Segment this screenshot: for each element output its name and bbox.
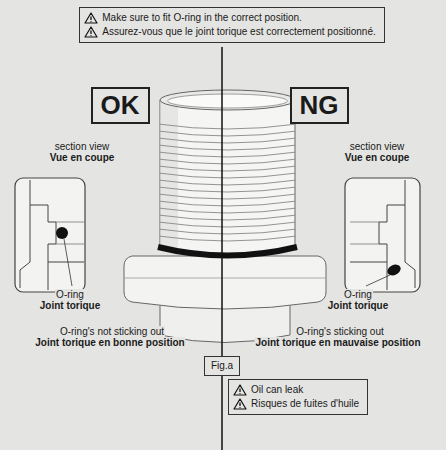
thread-line	[160, 208, 295, 213]
thread-line	[160, 131, 295, 136]
note-text: Assurez-vous que le joint torique est co…	[102, 25, 375, 39]
text-row: Assurez-vous que le joint torique est co…	[84, 25, 375, 39]
leader-line	[64, 239, 72, 286]
section-view-ng	[345, 178, 420, 292]
ng-box: NG	[290, 87, 349, 124]
warning-icon	[84, 26, 98, 38]
status-note: Joint torique en bonne position	[34, 337, 185, 348]
note-text: Make sure to fit O-ring in the correct p…	[102, 11, 302, 25]
ok-box: OK	[91, 87, 150, 124]
cylinder-rim	[160, 90, 295, 110]
part-label: Joint torique	[39, 300, 102, 311]
warning-box: Make sure to fit O-ring in the correct p…	[79, 7, 384, 43]
thread-line	[160, 215, 295, 220]
thread-line	[160, 159, 295, 164]
part-label: O-ring	[55, 289, 85, 300]
thread-line	[160, 187, 295, 192]
section-groove	[350, 222, 379, 244]
housing-collar	[124, 256, 326, 309]
thread-line	[160, 138, 295, 143]
collar-edge	[124, 278, 326, 279]
thread-line	[160, 194, 295, 199]
section-groove	[56, 222, 84, 244]
note-text: Oil can leak	[251, 383, 303, 397]
thread-line	[160, 145, 295, 150]
view-caption: section view	[54, 141, 110, 152]
cylinder-opening	[168, 94, 288, 108]
view-caption: Vue en coupe	[344, 152, 411, 163]
warning-icon	[84, 12, 98, 24]
figure-label-box: Fig.a	[204, 356, 240, 376]
text-row: Risques de fuites d'huile	[233, 397, 359, 411]
verdict-text: OK	[101, 90, 140, 121]
text-row: Fig.a	[211, 359, 233, 373]
thread-line	[160, 229, 295, 234]
view-caption: Vue en coupe	[49, 152, 116, 163]
thread-line	[160, 201, 295, 206]
thread-line	[160, 236, 295, 241]
verdict-text: NG	[300, 90, 339, 121]
thread-line	[160, 152, 295, 157]
thread-line	[160, 222, 295, 227]
text-row: NG	[300, 90, 339, 121]
divider-line	[221, 47, 223, 450]
view-caption: section view	[349, 141, 405, 152]
status-note: Joint torique en mauvaise position	[254, 337, 421, 348]
screw-threads	[160, 124, 295, 241]
text-row: Make sure to fit O-ring in the correct p…	[84, 11, 375, 25]
thread-line	[160, 124, 295, 129]
part-label: O-ring	[343, 289, 373, 300]
thread-line	[160, 180, 295, 185]
thread-line	[160, 173, 295, 178]
section-view-ok	[15, 178, 85, 292]
section-profile	[20, 180, 84, 290]
o-ring-section	[386, 263, 403, 278]
o-ring-section	[56, 227, 68, 239]
warning-box: Oil can leakRisques de fuites d'huile	[228, 379, 368, 415]
thread-line	[160, 166, 295, 171]
o-ring	[158, 247, 297, 256]
warning-icon	[233, 398, 247, 410]
text-row: OK	[101, 90, 140, 121]
leader-line	[366, 275, 390, 286]
text-row: Oil can leak	[233, 383, 359, 397]
status-note: O-ring's sticking out	[295, 326, 385, 337]
section-profile	[350, 180, 415, 290]
status-note: O-ring's not sticking out	[59, 326, 165, 337]
warning-icon	[233, 384, 247, 396]
part-label: Joint torique	[327, 300, 390, 311]
note-text: Risques de fuites d'huile	[251, 397, 359, 411]
note-text: Fig.a	[211, 359, 233, 373]
